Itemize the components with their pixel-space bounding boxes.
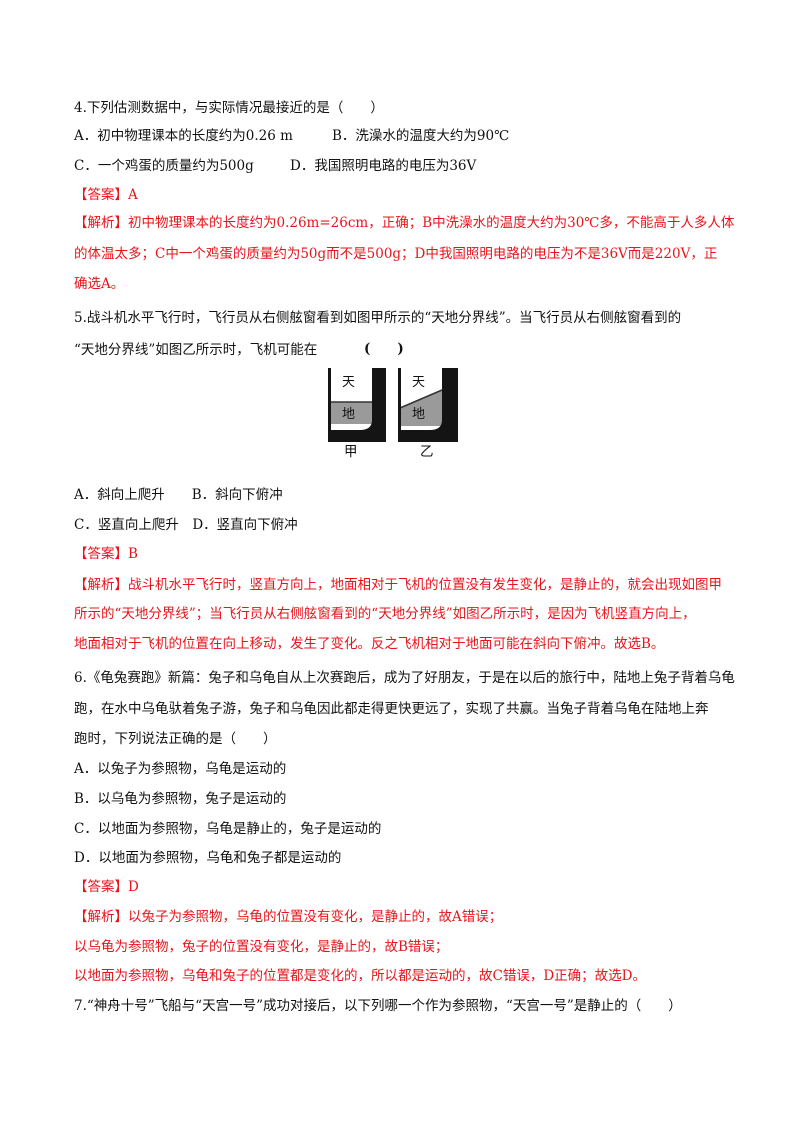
figure-label-yi: 乙 — [420, 444, 434, 460]
figure-label-jia: 甲 — [344, 444, 358, 460]
q5-analysis-line-1: 【解析】战斗机水平飞行时，竖直方向上，地面相对于飞机的位置没有发生变化，是静止的… — [74, 577, 722, 593]
q6-stem-line-3: 跑时，下列说法正确的是（ ） — [74, 731, 277, 747]
q4-option-a: A．初中物理课本的长度约为0.26 m — [74, 128, 293, 144]
q6-analysis-line-1: 【解析】以兔子为参照物，乌龟的位置没有变化，是静止的，故A错误； — [74, 909, 503, 925]
q5-figure: 天 地 天 地 — [328, 368, 462, 442]
q6-option-d: D．以地面为参照物，乌龟和兔子都是运动的 — [74, 850, 342, 866]
figure-panel-b: 天 地 — [398, 368, 462, 442]
figure-b-ground-label: 地 — [412, 406, 425, 421]
q5-analysis-line-2: 所示的“天地分界线”；当飞行员从右侧舷窗看到的“天地分界线”如图乙所示时，是因为… — [74, 606, 696, 622]
q6-analysis-line-2: 以乌龟为参照物，兔子的位置没有变化，是静止的，故B错误； — [74, 939, 449, 955]
q4-option-b: B．洗澡水的温度大约为90℃ — [332, 128, 510, 144]
q6-stem-line-2: 跑，在水中乌龟驮着兔子游，兔子和乌龟因此都走得更快更远了，实现了共赢。当兔子背着… — [74, 701, 709, 717]
q6-answer: 【答案】D — [74, 879, 139, 895]
q4-stem: 4.下列估测数据中，与实际情况最接近的是（ ） — [74, 100, 384, 116]
q4-option-d: D．我国照明电路的电压为36V — [290, 158, 477, 174]
q5-answer: 【答案】B — [74, 546, 138, 562]
q6-option-a: A．以兔子为参照物，乌龟是运动的 — [74, 761, 287, 777]
figure-b-sky-label: 天 — [412, 374, 425, 389]
q4-analysis-line-3: 确选A。 — [74, 276, 125, 292]
q5-stem-line-1: 5.战斗机水平飞行时，飞行员从右侧舷窗看到如图甲所示的“天地分界线”。当飞行员从… — [74, 310, 682, 326]
q6-option-b: B．以乌龟为参照物，兔子是运动的 — [74, 791, 287, 807]
q4-option-c: C．一个鸡蛋的质量约为500g — [74, 158, 254, 174]
q5-stem-line-2: “天地分界线”如图乙所示时，飞机可能在 — [74, 342, 318, 358]
q6-stem-line-1: 6.《龟兔赛跑》新篇：兔子和乌龟自从上次赛跑后，成为了好朋友，于是在以后的旅行中… — [74, 670, 735, 686]
q5-options-row-1: A．斜向上爬升 B．斜向下俯冲 — [74, 487, 283, 503]
q4-analysis-line-2: 的体温太多；C中一个鸡蛋的质量约为50g而不是500g；D中我国照明电路的电压为… — [74, 246, 718, 262]
q5-options-row-2: C．竖直向上爬升 D．竖直向下俯冲 — [74, 517, 298, 533]
figure-a-ground-label: 地 — [342, 406, 355, 421]
figure-panel-a: 天 地 — [328, 368, 386, 442]
q7-stem: 7.“神舟十号”飞船与“天宫一号”成功对接后，以下列哪一个作为参照物，“天宫一号… — [74, 998, 682, 1014]
q6-analysis-line-3: 以地面为参照物，乌龟和兔子的位置都是变化的，所以都是运动的，故C错误，D正确；故… — [74, 968, 646, 984]
figure-a-sky-label: 天 — [342, 374, 355, 389]
q4-analysis-line-1: 【解析】初中物理课本的长度约为0.26m=26cm，正确；B中洗澡水的温度大约为… — [74, 215, 735, 231]
q5-answer-paren: ( ) — [364, 341, 404, 357]
q4-answer: 【答案】A — [74, 187, 138, 203]
q6-option-c: C．以地面为参照物，乌龟是静止的，兔子是运动的 — [74, 821, 382, 837]
q5-analysis-line-3: 地面相对于飞机的位置在向上移动，发生了变化。反之飞机相对于地面可能在斜向下俯冲。… — [74, 636, 665, 652]
